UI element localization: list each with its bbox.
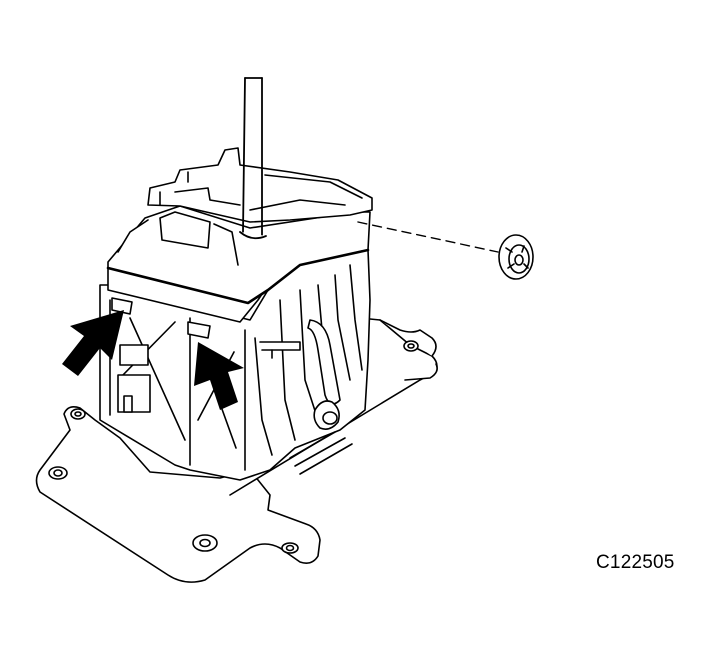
top-cover — [106, 147, 373, 323]
pivot-bolt — [322, 411, 338, 425]
figure-reference-code: C122505 — [596, 552, 675, 573]
mount-hole — [74, 411, 82, 417]
retaining-clip-icon — [498, 234, 534, 280]
mount-hole — [53, 469, 63, 477]
mount-hole — [199, 538, 211, 548]
mount-hole — [285, 544, 295, 552]
clip-leader — [357, 221, 499, 253]
arrow-icon — [194, 342, 244, 410]
arrow-icon — [62, 310, 124, 376]
mount-hole — [407, 343, 415, 349]
claw-tabs — [111, 297, 211, 339]
shift-lever-rod — [239, 77, 267, 240]
